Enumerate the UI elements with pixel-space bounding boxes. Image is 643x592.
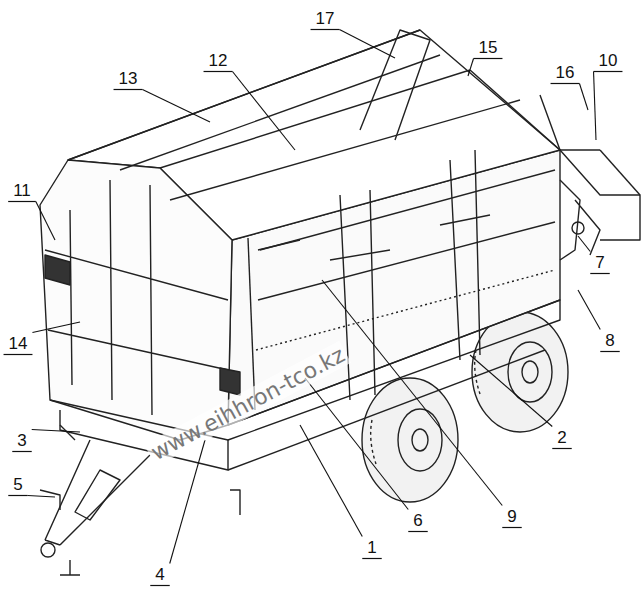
leader-line — [468, 59, 474, 77]
underline — [150, 585, 169, 586]
underline — [114, 89, 143, 90]
leader-line — [339, 30, 395, 59]
underline — [4, 354, 33, 355]
leader-line — [232, 72, 295, 151]
callout-number: 10 — [599, 52, 618, 69]
underline — [362, 558, 381, 559]
underline — [8, 495, 27, 496]
callout-number: 6 — [413, 512, 422, 529]
leader-line — [578, 290, 600, 330]
underline — [408, 531, 427, 532]
underline — [552, 448, 571, 449]
callout-number: 14 — [9, 335, 28, 352]
leader-line — [36, 202, 55, 241]
leader-line — [32, 322, 80, 333]
callout-number: 7 — [595, 254, 604, 271]
leader-line — [300, 425, 362, 537]
leader-line — [322, 280, 502, 506]
underline — [594, 71, 623, 72]
body — [40, 30, 640, 575]
leader-line — [28, 496, 55, 498]
leader-line — [170, 440, 205, 564]
leader-line — [579, 84, 588, 111]
underline — [600, 351, 619, 352]
callout-number: 8 — [605, 332, 614, 349]
underline — [12, 451, 31, 452]
callout-number: 4 — [155, 566, 164, 583]
callout-number: 15 — [479, 39, 498, 56]
underline — [474, 58, 503, 59]
underline — [502, 527, 521, 528]
callout-number: 13 — [119, 70, 138, 87]
callout-number: 3 — [17, 432, 26, 449]
callout-number: 1 — [367, 539, 376, 556]
leader-line — [578, 236, 590, 252]
underline — [311, 29, 340, 30]
callout-number: 16 — [556, 64, 575, 81]
underline — [590, 273, 609, 274]
leader-line — [32, 430, 80, 433]
underline — [204, 71, 233, 72]
leader-line — [470, 355, 552, 427]
leader-line — [594, 72, 596, 141]
leader-line — [142, 90, 210, 123]
callout-number: 17 — [316, 10, 335, 27]
underline — [8, 201, 36, 202]
leader-line — [305, 378, 408, 510]
callout-number: 2 — [557, 429, 566, 446]
callout-number: 12 — [209, 52, 228, 69]
callout-number: 5 — [13, 476, 22, 493]
underline — [551, 83, 580, 84]
callout-number: 11 — [13, 182, 31, 199]
callout-number: 9 — [507, 508, 516, 525]
